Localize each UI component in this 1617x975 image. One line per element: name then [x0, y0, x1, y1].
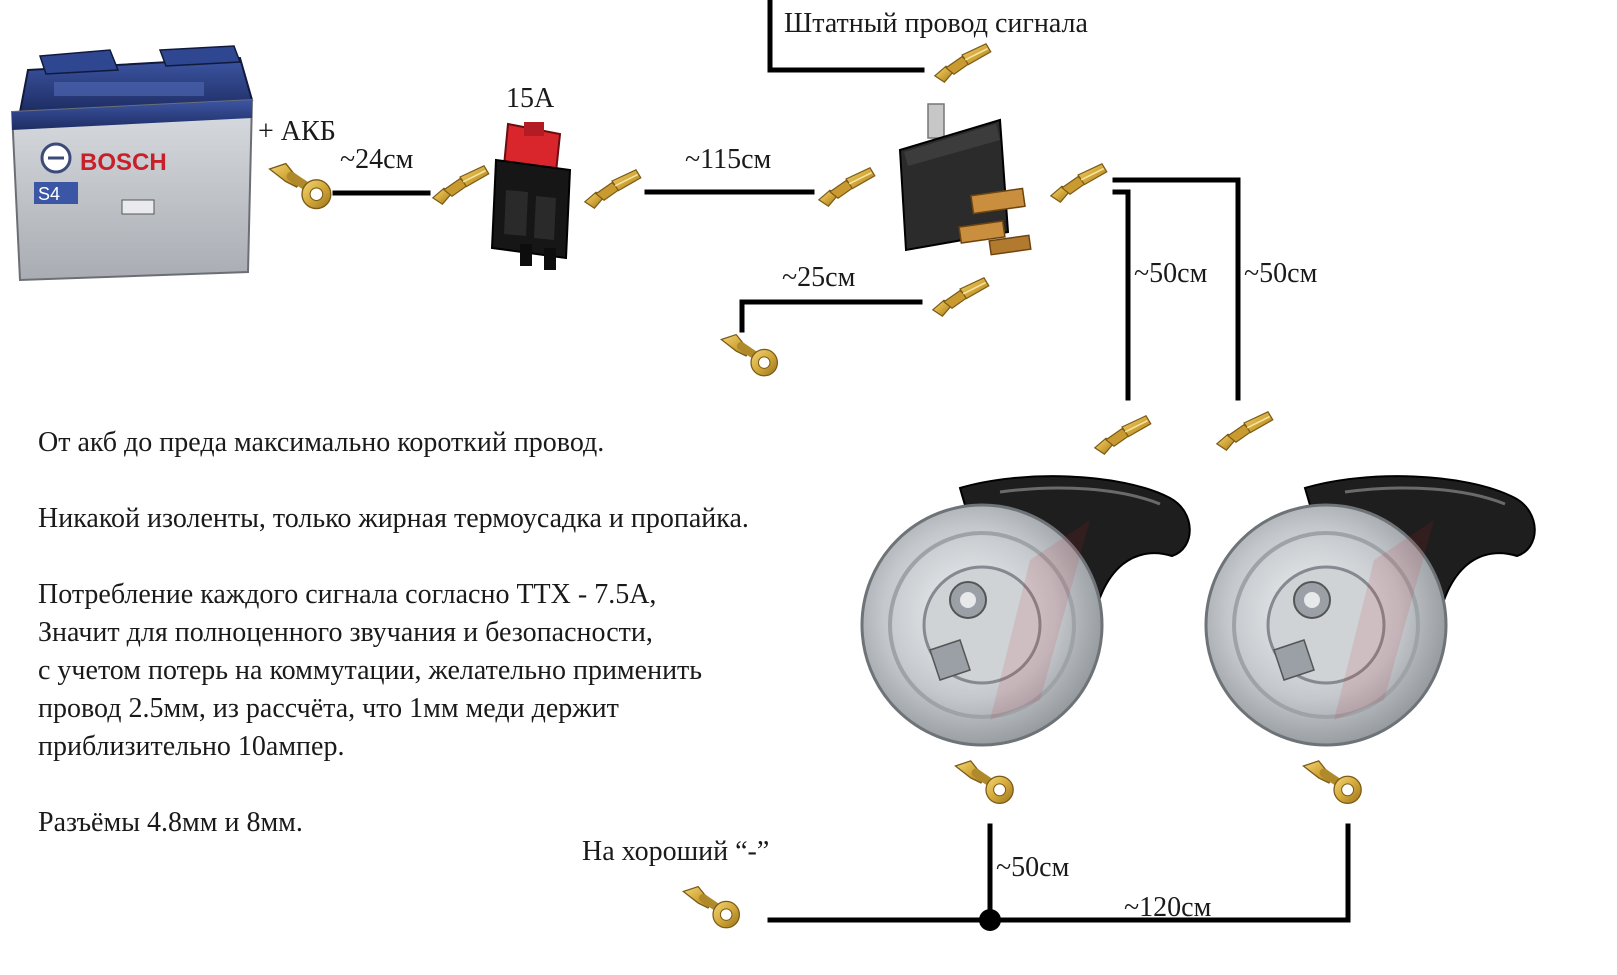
- length-relay-horn2: ~50см: [1244, 258, 1318, 289]
- relay: [898, 103, 1032, 256]
- note-line: От акб до преда максимально короткий про…: [38, 427, 605, 458]
- note-line: Значит для полноценного звучания и безоп…: [38, 617, 653, 648]
- stock-wire-label: Штатный провод сигнала: [784, 8, 1089, 39]
- battery-brand: BOSCH: [80, 149, 167, 176]
- labels: + АКБ ~24см 15А ~115см Штатный провод си…: [258, 8, 1318, 923]
- spade-terminal-icon: [1215, 410, 1274, 452]
- horn-left: [860, 475, 1191, 747]
- wire-relay-horn1: [1112, 189, 1131, 401]
- spade-terminal-icon: [933, 42, 992, 84]
- wire-relay-horn2: [1112, 177, 1241, 401]
- ground-junction: [979, 909, 1001, 931]
- spade-terminal-icon: [817, 166, 876, 208]
- ring-terminal-icon: [721, 335, 777, 376]
- note-line: Потребление каждого сигнала согласно ТТХ…: [38, 579, 657, 610]
- instructions-text: От акб до преда максимально короткий про…: [38, 424, 888, 842]
- note-line: с учетом потерь на коммутации, желательн…: [38, 655, 703, 686]
- note-line: Разъёмы 4.8мм и 8мм.: [38, 807, 303, 838]
- spade-terminal-icon: [931, 276, 990, 318]
- length-relay-horn1: ~50см: [1134, 258, 1208, 289]
- spade-terminal-icon: [431, 164, 490, 206]
- note-line: приблизительно 10ампер.: [38, 731, 345, 762]
- battery: BOSCH S4: [10, 45, 254, 282]
- spade-terminal-icon: [1093, 414, 1152, 456]
- note-line: Никакой изоленты, только жирная термоуса…: [38, 503, 749, 534]
- good-ground-label: На хороший “-”: [582, 836, 769, 867]
- fuse: [490, 122, 572, 270]
- ring-terminal-icon: [683, 887, 739, 928]
- wire-relay-ground: [739, 299, 923, 333]
- battery-plus-label: + АКБ: [258, 116, 336, 147]
- length-horn-horn: ~120см: [1124, 892, 1212, 923]
- ring-terminal-icon: [270, 164, 331, 209]
- fuse-rating-label: 15А: [506, 83, 555, 114]
- battery-model: S4: [38, 184, 60, 204]
- note-line: провод 2.5мм, из рассчёта, что 1мм меди …: [38, 693, 619, 724]
- spade-terminal-icon: [583, 168, 642, 210]
- spade-terminal-icon: [1049, 162, 1108, 204]
- ring-terminal-icon: [1303, 761, 1361, 804]
- ring-terminal-icon: [955, 761, 1013, 804]
- horn-right: [1204, 475, 1536, 747]
- length-ground-wire: ~50см: [996, 852, 1070, 883]
- wires: [332, 0, 1351, 931]
- wire-stock-signal: [767, 0, 925, 73]
- length-battery-fuse: ~24см: [340, 144, 414, 175]
- length-relay-ground: ~25см: [782, 262, 856, 293]
- length-fuse-relay: ~115см: [685, 144, 772, 175]
- wire-ground-bus: [767, 823, 1351, 923]
